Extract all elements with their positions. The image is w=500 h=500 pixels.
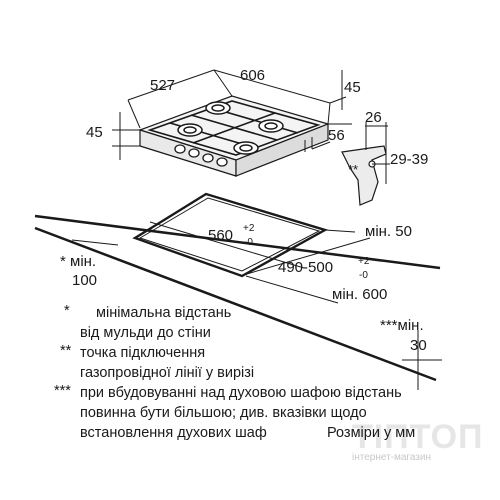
dim-cutout-depth: 490-500 bbox=[278, 259, 333, 276]
dim-min-100-line1: * мін. bbox=[60, 253, 96, 270]
dim-min-30-line2: 30 bbox=[410, 337, 427, 354]
note-3-line-1: при вбудовуванні над духовою шафою відст… bbox=[80, 385, 402, 401]
dim-cutout-width-tol-plus: +2 bbox=[243, 223, 255, 234]
dim-width: 606 bbox=[240, 67, 265, 84]
note-3-line-3: встановлення духових шаф bbox=[80, 425, 267, 441]
dim-cutout-depth-tol-plus: +2 bbox=[358, 256, 370, 267]
watermark-brand: ТІПТОП bbox=[352, 418, 484, 456]
dim-depth: 527 bbox=[150, 77, 175, 94]
units-label: Розміри у мм bbox=[327, 425, 416, 441]
control-knobs bbox=[174, 144, 228, 167]
hob-dimensions: 527 606 45 45 56 bbox=[86, 67, 361, 160]
dim-min-100-line2: 100 bbox=[72, 272, 97, 289]
note-1-mark: * bbox=[64, 303, 70, 319]
dim-top-right: 45 bbox=[344, 79, 361, 96]
hob-side bbox=[235, 123, 329, 177]
hob bbox=[138, 95, 330, 177]
dim-cutout-depth-tol-minus: -0 bbox=[359, 270, 368, 281]
dim-56: 56 bbox=[328, 127, 345, 144]
dim-min-600: мін. 600 bbox=[332, 286, 387, 303]
burners bbox=[177, 101, 284, 155]
dim-cutout-width: 560 bbox=[208, 227, 233, 244]
note-2-line-2: газопровідної лінії у вирізі bbox=[80, 365, 255, 381]
note-3-mark: *** bbox=[54, 383, 71, 399]
dim-cutout-width-tol-minus: -0 bbox=[244, 237, 253, 248]
connection-detail: 26 29-39 ** bbox=[341, 109, 428, 206]
note-2-mark: ** bbox=[60, 343, 72, 359]
dim-min-30-line1: ***мін. bbox=[380, 317, 424, 334]
dim-detail-range: 29-39 bbox=[390, 151, 428, 168]
dim-min-50: мін. 50 bbox=[365, 223, 412, 240]
note-1-line-2: від мульди до стіни bbox=[80, 325, 211, 341]
detail-marker: ** bbox=[348, 162, 358, 177]
note-3-line-2: повинна бути більшою; див. вказівки щодо bbox=[80, 405, 367, 421]
note-1-line-1: мінімальна відстань bbox=[96, 305, 232, 321]
note-2-line-1: точка підключення bbox=[80, 345, 206, 361]
dim-height-left: 45 bbox=[86, 124, 103, 141]
worktop: 560 +2 -0 490-500 +2 -0 мін. 50 * мін. 1… bbox=[34, 192, 442, 390]
dim-detail-26: 26 bbox=[365, 109, 382, 126]
watermark-sub: інтернет-магазин bbox=[352, 452, 432, 463]
